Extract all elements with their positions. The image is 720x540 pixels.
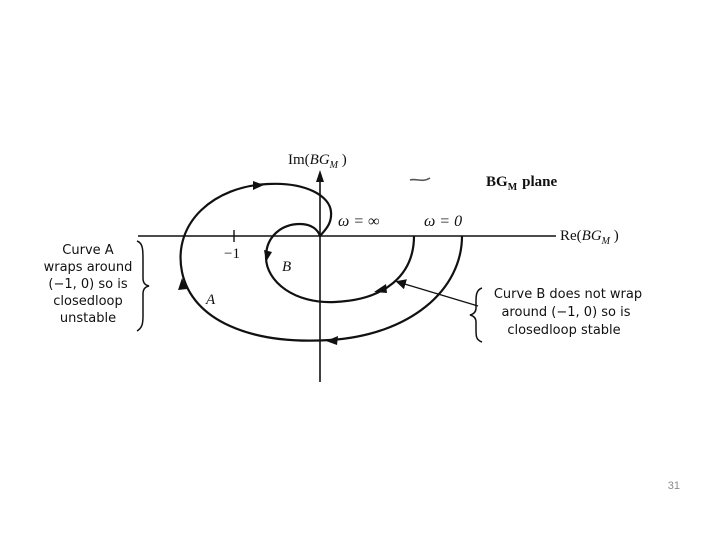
left-note-line: closedloop xyxy=(53,294,123,309)
right-note-line: around (−1, 0) so is xyxy=(501,305,630,320)
real-axis-label: Re(BGM ) xyxy=(560,228,619,247)
curve-b-pointer xyxy=(395,279,479,307)
omega-zero-label: ω = 0 xyxy=(424,213,462,230)
curve-a-arrow-left xyxy=(178,278,187,290)
page-number: 31 xyxy=(667,480,680,492)
curve-a-arrow-bottom xyxy=(326,336,338,345)
right-note-line: Curve B does not wrap xyxy=(494,287,642,302)
curve-a-label: A xyxy=(205,292,216,308)
minus-one-label: −1 xyxy=(224,246,240,262)
omega-infinity-label: ω = ∞ xyxy=(338,213,380,230)
left-note-line: Curve A xyxy=(62,243,113,258)
ink-mark xyxy=(409,177,431,182)
left-note-line: wraps around xyxy=(44,260,133,275)
right-note: Curve B does not wrap around (−1, 0) so … xyxy=(494,287,642,338)
curve-a xyxy=(179,182,464,342)
imaginary-axis-arrow xyxy=(316,170,324,182)
left-note-brace xyxy=(136,240,150,332)
curve-b xyxy=(264,222,416,304)
curve-b-arrow-left xyxy=(264,250,272,262)
left-note: Curve A wraps around (−1, 0) so is close… xyxy=(44,243,133,326)
curve-b-label: B xyxy=(282,259,291,275)
right-note-line: closedloop stable xyxy=(507,323,620,338)
left-note-line: (−1, 0) so is xyxy=(48,277,127,292)
curve-a-arrow-top xyxy=(253,181,264,190)
right-note-brace xyxy=(469,287,483,343)
left-note-line: unstable xyxy=(60,311,116,326)
curve-b-arrow-right xyxy=(374,284,387,293)
imaginary-axis-label: Im(BGM ) xyxy=(288,152,347,171)
